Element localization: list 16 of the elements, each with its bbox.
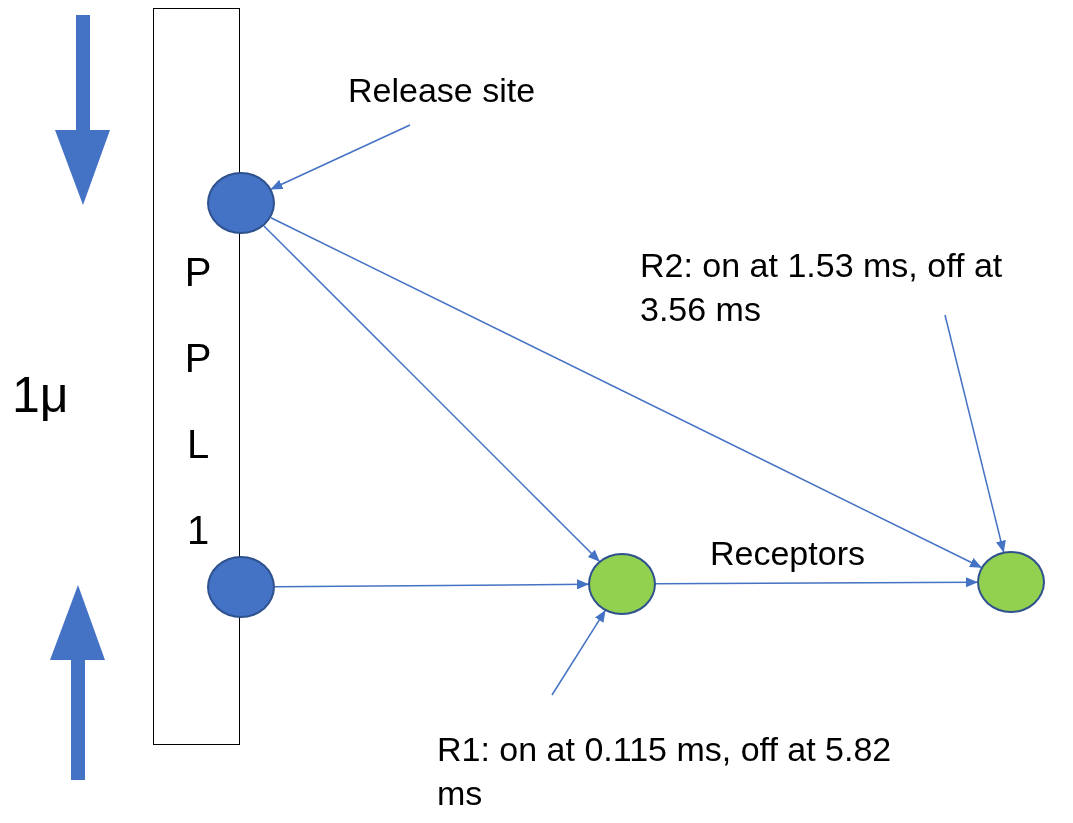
arrow (263, 225, 600, 562)
scale-label: 1μ (12, 366, 69, 425)
group-label: Receptors (710, 533, 865, 574)
callout-text: R2: on at 1.53 ms, off at 3.56 ms (640, 243, 1070, 331)
arrow (551, 610, 606, 696)
receptor-dot (977, 551, 1045, 613)
callout-text: Release site (348, 68, 608, 112)
callout-text: R1: on at 0.115 ms, off at 5.82 ms (437, 727, 917, 815)
arrow (944, 314, 1006, 553)
arrow (655, 577, 978, 588)
arrow (274, 579, 589, 590)
arrow (270, 217, 982, 568)
neuron-bar (153, 8, 240, 745)
arrow (270, 124, 411, 190)
bar-label: PPL1 (183, 249, 213, 554)
receptor-dot (588, 553, 656, 615)
